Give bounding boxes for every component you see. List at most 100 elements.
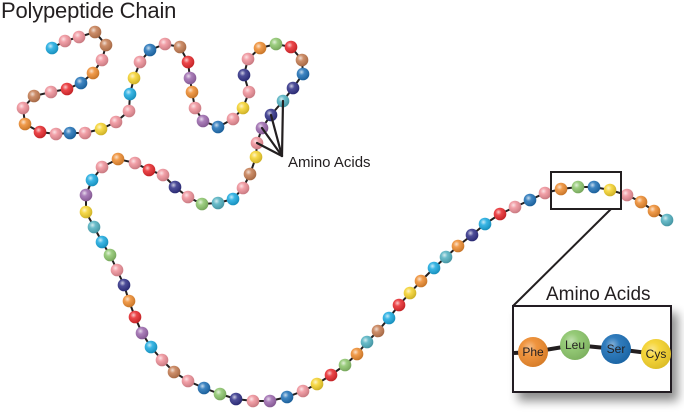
amino-acid-bead [242,85,256,99]
amino-acid-bead [99,38,113,52]
amino-acid-bead [237,68,251,82]
amino-acid-bead [110,263,124,277]
amino-acid-bead [211,120,225,134]
amino-acid-bead [226,112,240,126]
inset-residue-leu: Leu [560,330,590,360]
amino-acid-bead [72,30,86,44]
amino-acid-bead [286,81,300,95]
amino-acid-bead [196,114,210,128]
amino-acid-bead [173,40,187,54]
amino-acid-bead [603,183,617,197]
pointer-line [260,126,284,158]
inset-residue-cys: Cys [641,339,671,369]
amino-acid-bead [122,104,136,118]
pointer-line [255,141,284,158]
inset-residue-ser: Ser [601,334,631,364]
amino-acid-bead [95,160,109,174]
amino-acid-bead [45,41,59,55]
amino-acid-bead [324,368,338,382]
amino-acid-bead [427,261,441,275]
amino-acid-beads [16,25,674,408]
amino-acid-bead [236,101,250,115]
amino-acid-bead [195,197,209,211]
amino-acid-bead [392,298,406,312]
amino-acid-bead [451,239,465,253]
amino-acid-bead [168,180,182,194]
zoom-frame [550,171,622,210]
amino-acid-bead [226,192,240,206]
amino-acid-bead [211,196,225,210]
amino-acid-bead [60,82,74,96]
amino-acid-bead [538,186,552,200]
amino-acid-bead [243,167,257,181]
amino-acid-bead [85,173,99,187]
amino-acid-bead [295,53,309,67]
amino-acid-bead [181,374,195,388]
inset-title: Amino Acids [546,284,651,305]
inset-residue-label: Cys [646,347,667,361]
zoom-connector-line [512,208,612,307]
amino-acid-bead [74,76,88,90]
amino-acid-bead [27,89,41,103]
amino-acids-pointer-label: Amino Acids [288,154,371,171]
amino-acid-bead [296,67,310,81]
amino-acid-bead [127,71,141,85]
amino-acid-bead [280,390,294,404]
amino-acid-bead [188,101,202,115]
amino-acid-bead [263,394,277,408]
amino-acid-bead [246,394,260,408]
amino-acid-bead [310,377,324,391]
inset-residue-label: Ser [607,342,626,356]
amino-acid-bead [371,324,385,338]
amino-acid-bead [439,250,453,264]
amino-acid-bead [185,85,199,99]
amino-acid-bead [63,126,77,140]
amino-acid-bead [103,248,117,262]
amino-acid-bead [143,43,157,57]
amino-acid-bead [249,150,263,164]
amino-acid-bead [183,71,197,85]
amino-acid-bead [156,168,170,182]
amino-acid-bead [79,188,93,202]
amino-acid-bead [16,101,30,115]
amino-acid-bead [414,274,428,288]
amino-acid-bead [236,181,250,195]
amino-acid-bead [634,195,648,209]
amino-acid-bead [155,353,169,367]
amino-acid-bead [360,335,374,349]
inset-residue-label: Leu [565,338,585,352]
amino-acid-bead [571,180,585,194]
amino-acid-bead [269,37,283,51]
amino-acid-bead [123,87,137,101]
amino-acid-bead [167,365,181,379]
amino-acid-bead [213,387,227,401]
amino-acid-bead [382,311,396,325]
amino-acid-bead [111,152,125,166]
label-pointer-lines [255,99,285,158]
amino-acid-bead [296,384,310,398]
amino-acid-bead [94,122,108,136]
amino-acid-bead [133,55,147,69]
amino-acid-bead [18,117,32,131]
amino-acid-bead [122,294,136,308]
inset-residue-label: Phe [522,345,544,359]
amino-acid-bead [465,228,479,242]
amino-acid-bead [117,278,131,292]
amino-acid-bead [197,381,211,395]
amino-acid-bead [33,125,47,139]
diagram-title: Polypeptide Chain [1,0,177,23]
amino-acid-bead [660,213,674,227]
amino-acid-bead [181,55,195,69]
amino-acid-bead [478,217,492,231]
amino-acid-bead [587,180,601,194]
amino-acid-bead [181,190,195,204]
amino-acid-bead [403,286,417,300]
amino-acid-bead [142,163,156,177]
amino-acid-bead [86,66,100,80]
pointer-line [269,113,284,158]
amino-acid-bead [79,205,93,219]
amino-acid-bead [87,220,101,234]
amino-acid-bead [78,126,92,140]
amino-acid-bead [88,25,102,39]
